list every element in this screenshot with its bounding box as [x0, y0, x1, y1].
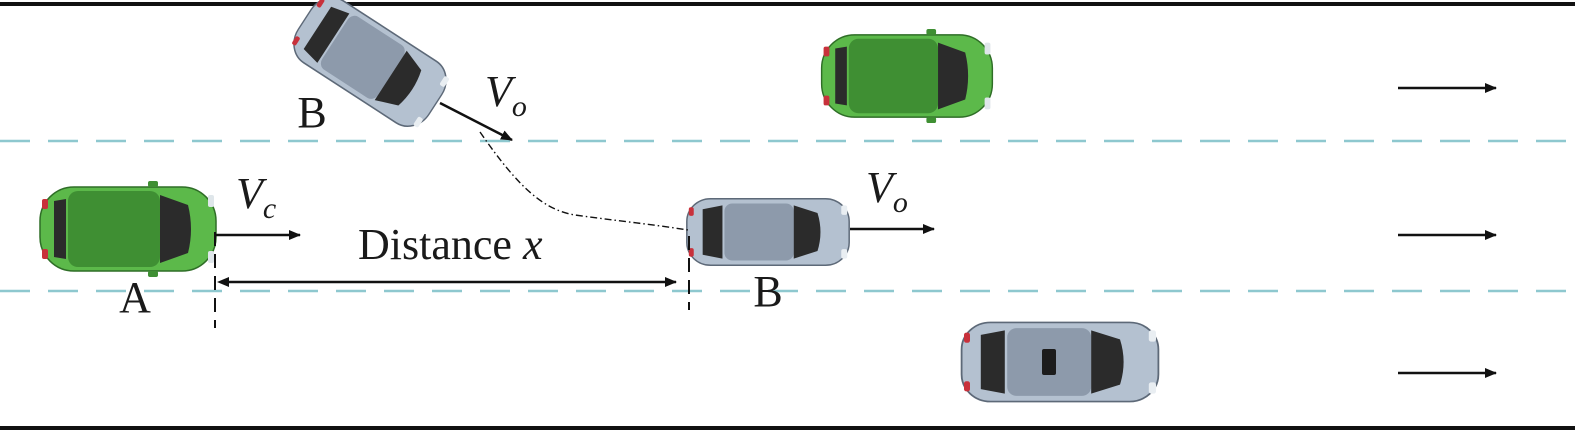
vc-subscript: c — [263, 192, 276, 225]
car-b-gray-icon — [686, 198, 850, 266]
distance-variable: x — [522, 220, 543, 269]
velocity-vo-arrow-merging — [439, 101, 513, 142]
car-a-label: A — [119, 273, 151, 322]
distance-word: Distance — [358, 220, 523, 269]
vc-base: V — [236, 169, 268, 218]
traffic-car-gray-icon — [960, 321, 1160, 403]
car-b-merging-label: B — [297, 88, 326, 137]
vo-label-lane: Vo — [866, 163, 908, 219]
traffic-car-green-icon — [820, 28, 994, 124]
vo-mid-subscript: o — [893, 186, 908, 219]
merge-trajectory — [479, 131, 689, 231]
car-a-green-icon — [39, 180, 217, 278]
vc-label: Vc — [236, 169, 276, 225]
vo-top-subscript: o — [512, 90, 527, 123]
vo-mid-base: V — [866, 163, 898, 212]
vo-label-merging: Vo — [485, 67, 527, 123]
distance-label: Distance x — [358, 220, 543, 269]
car-b-lane-label: B — [753, 267, 782, 316]
sunroof-icon — [1042, 349, 1056, 375]
vo-top-base: V — [485, 67, 517, 116]
